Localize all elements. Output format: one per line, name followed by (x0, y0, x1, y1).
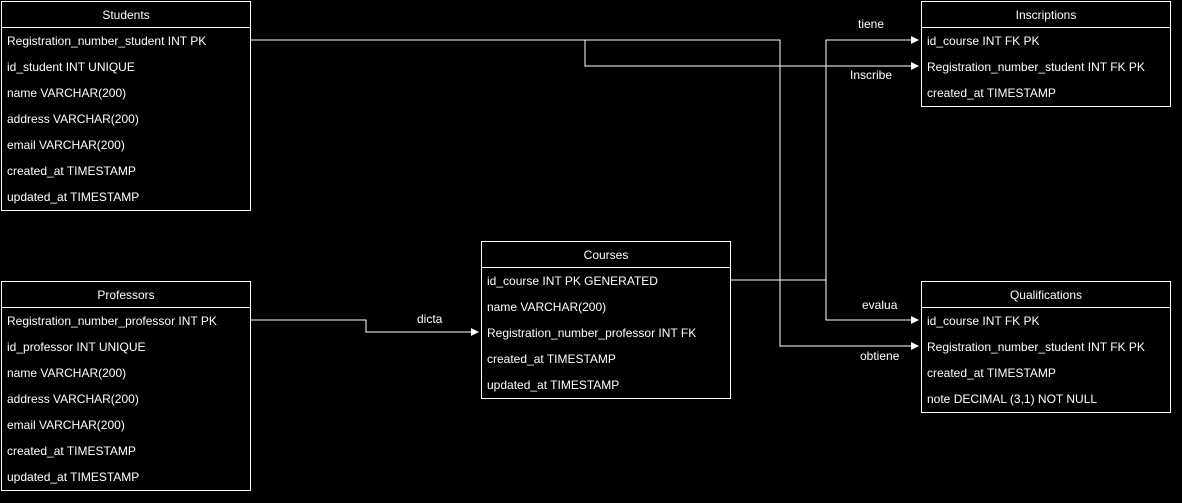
entity-field: name VARCHAR(200) (487, 300, 607, 314)
entity-professors[interactable]: Professors Registration_number_professor… (1, 281, 251, 491)
entity-field: Registration_number_student INT FK PK (927, 60, 1145, 74)
entity-field: created_at TIMESTAMP (7, 164, 136, 178)
entity-field: Registration_number_student INT FK PK (927, 340, 1145, 354)
entity-field: address VARCHAR(200) (7, 392, 139, 406)
entity-field: created_at TIMESTAMP (927, 366, 1056, 380)
edge-dicta (250, 319, 479, 336)
entity-qualifications[interactable]: Qualifications id_course INT FK PK Regis… (921, 281, 1171, 413)
entity-field: email VARCHAR(200) (7, 418, 125, 432)
label-obtiene: obtiene (858, 349, 902, 363)
label-inscribe: Inscribe (848, 68, 895, 82)
entity-field: updated_at TIMESTAMP (487, 378, 620, 392)
entity-title: Qualifications (922, 282, 1170, 308)
entity-field: address VARCHAR(200) (7, 112, 139, 126)
entity-field: Registration_number_student INT PK (7, 34, 207, 48)
entity-field: id_professor INT UNIQUE (7, 340, 146, 354)
entity-students[interactable]: Students Registration_number_student INT… (1, 1, 251, 211)
entity-field: updated_at TIMESTAMP (7, 470, 140, 484)
entity-field: id_course INT FK PK (927, 314, 1040, 328)
entity-field: name VARCHAR(200) (7, 366, 127, 380)
edge-evalua (825, 280, 919, 324)
edge-inscribe (250, 39, 919, 70)
entity-field: id_student INT UNIQUE (7, 60, 135, 74)
entity-field: updated_at TIMESTAMP (7, 190, 140, 204)
edge-obtiene (585, 39, 919, 350)
entity-inscriptions[interactable]: Inscriptions id_course INT FK PK Registr… (921, 1, 1171, 107)
entity-field: note DECIMAL (3,1) NOT NULL (927, 392, 1098, 406)
entity-title: Students (2, 2, 250, 28)
entity-field: Registration_number_professor INT PK (7, 314, 217, 328)
label-dicta: dicta (415, 312, 445, 326)
entity-field: name VARCHAR(200) (7, 86, 127, 100)
entity-title: Inscriptions (922, 2, 1170, 28)
entity-field: id_course INT PK GENERATED (487, 274, 658, 288)
entity-field: id_course INT FK PK (927, 34, 1040, 48)
entity-field: created_at TIMESTAMP (487, 352, 616, 366)
entity-title: Professors (2, 282, 250, 308)
entity-field: created_at TIMESTAMP (7, 444, 136, 458)
label-evalua: evalua (860, 298, 900, 312)
entity-field: email VARCHAR(200) (7, 138, 125, 152)
entity-title: Courses (482, 242, 730, 268)
entity-field: created_at TIMESTAMP (927, 86, 1056, 100)
label-tiene: tiene (856, 17, 887, 31)
entity-field: Registration_number_professor INT FK (487, 326, 697, 340)
entity-courses[interactable]: Courses id_course INT PK GENERATED name … (481, 241, 731, 399)
edge-tiene (731, 36, 919, 281)
